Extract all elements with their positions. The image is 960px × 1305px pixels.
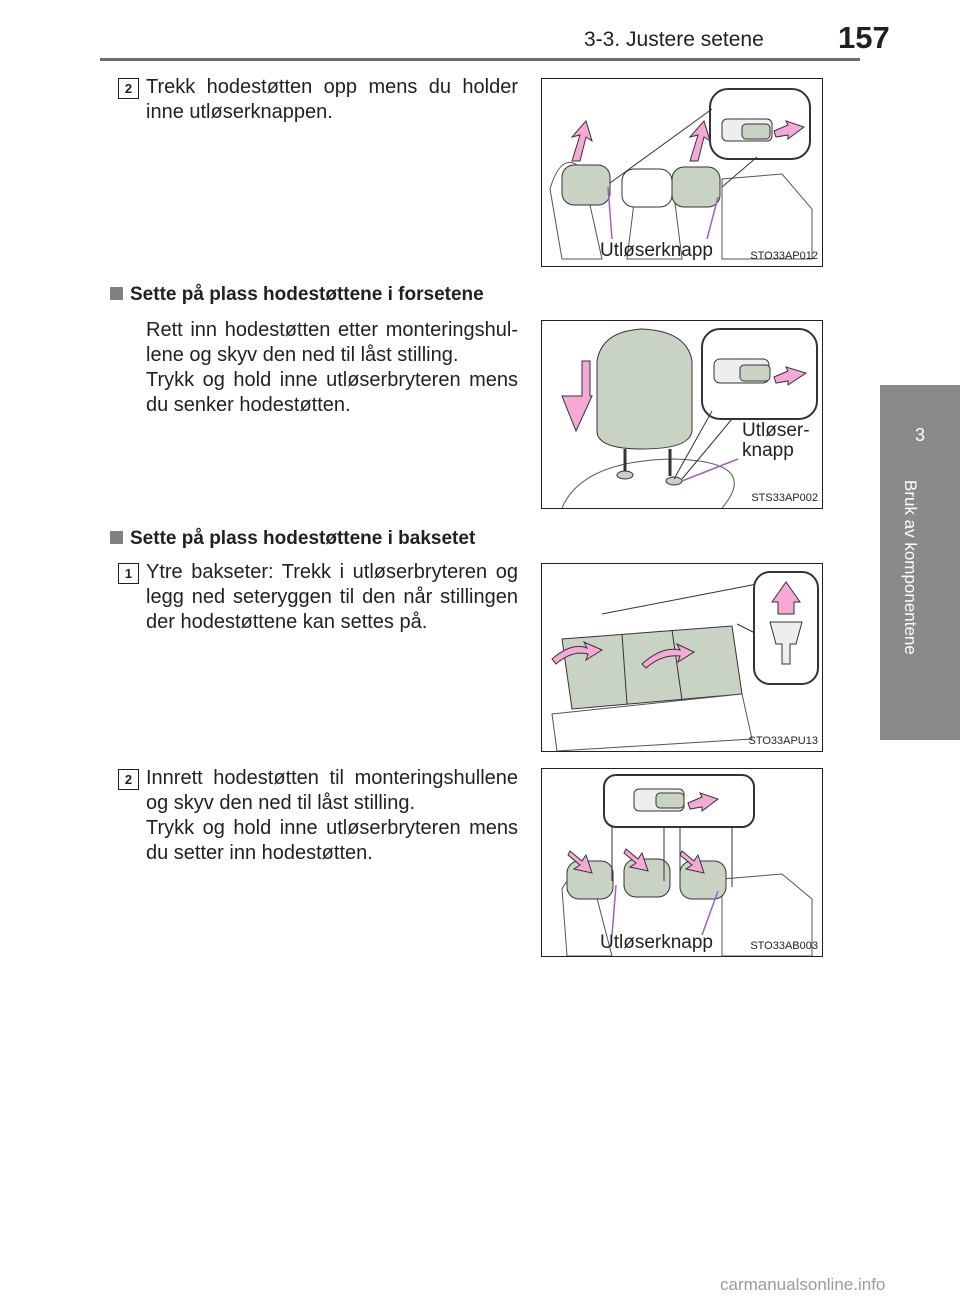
headrest-left xyxy=(561,164,611,206)
down-arrow-icon xyxy=(679,850,705,874)
heading-text: Sette på plass hodestøttene i baksetet xyxy=(130,528,476,549)
step-badge: 1 xyxy=(118,563,139,584)
instruction-text: Trekk hodestøtten opp mens du holder inn… xyxy=(146,75,518,125)
figure-code: STO33AP012 xyxy=(750,250,818,262)
headrest-center xyxy=(623,858,671,898)
illustration-rear-headrest-install: Utløserknapp STO33AB003 xyxy=(541,768,823,957)
figure-code: STO33AB003 xyxy=(750,940,818,952)
section-title: 3-3. Justere setene xyxy=(584,28,764,51)
fold-arrow-icon xyxy=(641,642,696,669)
chapter-tab: 3 Bruk av komponentene xyxy=(880,385,960,740)
figure-label: Utløserknapp xyxy=(600,932,713,953)
instruction-paragraph: Innrett hodestøtten til monteringshul­le… xyxy=(146,767,518,814)
chapter-tab-label: Bruk av komponentene xyxy=(901,480,920,655)
illustration-front-headrest-install: Utløser- knapp STS33AP002 xyxy=(541,320,823,509)
instruction-paragraph: Trekk hodestøtten opp mens du holder inn… xyxy=(146,76,518,123)
press-arrow-icon xyxy=(687,792,720,812)
seat-cushion xyxy=(551,693,753,751)
instruction-paragraph: Ytre bakseter: Trekk i utløserbryteren o… xyxy=(146,561,518,633)
instruction-text: Ytre bakseter: Trekk i utløserbryteren o… xyxy=(146,560,518,635)
down-arrow-icon xyxy=(623,848,649,872)
illustration-rear-seat-fold: STO33APU13 xyxy=(541,563,823,752)
instruction-paragraph: Trykk og hold inne utløserbryteren mens … xyxy=(146,817,518,864)
up-arrow-icon xyxy=(771,581,801,615)
press-arrow-icon xyxy=(773,366,808,386)
headrest-right xyxy=(679,860,727,900)
up-arrow-icon xyxy=(688,119,711,162)
release-knob xyxy=(769,621,803,665)
headrest-right xyxy=(671,166,721,208)
illustration-rear-headrest-removal: Utløserknapp STO33AP012 xyxy=(541,78,823,267)
instruction-text: Innrett hodestøtten til monteringshul­le… xyxy=(146,766,518,866)
figure-label: Utløserknapp xyxy=(600,240,713,261)
headrest-center xyxy=(621,168,673,208)
section-heading: Sette på plass hodestøttene i baksetet xyxy=(110,528,475,550)
instruction-text: Rett inn hodestøtten etter monteringshul… xyxy=(146,318,518,418)
rear-seat-fold-illustration xyxy=(551,571,819,751)
rear-headrest-install-illustration xyxy=(561,774,813,956)
fold-arrow-icon xyxy=(551,640,604,665)
bullet-square-icon xyxy=(110,287,123,300)
step-badge: 2 xyxy=(118,769,139,790)
down-arrow-icon xyxy=(567,850,593,874)
up-arrow-icon xyxy=(570,119,593,162)
figure-label: Utløser- knapp xyxy=(742,421,810,461)
instruction-paragraph: Trykk og hold inne utløserbryteren mens … xyxy=(146,369,518,416)
figure-label-line: Utløser- xyxy=(742,420,810,441)
step-badge: 2 xyxy=(118,78,139,99)
down-arrow-icon xyxy=(561,360,593,433)
figure-code: STO33APU13 xyxy=(748,735,818,747)
press-arrow-icon xyxy=(773,120,806,140)
rear-headrest-illustration xyxy=(549,88,813,260)
heading-text: Sette på plass hodestøttene i forsetene xyxy=(130,284,484,305)
watermark: carmanualsonline.info xyxy=(720,1275,886,1294)
section-heading: Sette på plass hodestøttene i forsetene xyxy=(110,284,484,306)
headrest xyxy=(596,328,693,450)
header-divider xyxy=(100,58,860,61)
instruction-paragraph: Rett inn hodestøtten etter monteringshul… xyxy=(146,319,518,366)
figure-code: STS33AP002 xyxy=(751,492,818,504)
chapter-tab-number: 3 xyxy=(914,425,925,445)
figure-label-line: knapp xyxy=(742,440,794,461)
bullet-square-icon xyxy=(110,531,123,544)
page-number: 157 xyxy=(838,20,890,55)
front-headrest-illustration xyxy=(561,328,818,508)
